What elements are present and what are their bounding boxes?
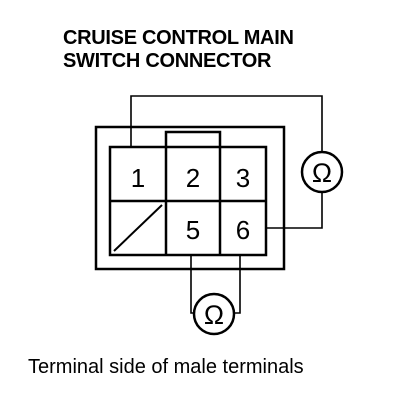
right-ohmmeter xyxy=(300,150,344,194)
terminal-3-label: 3 xyxy=(236,163,250,193)
probe-wire-terminal-5 xyxy=(190,255,194,314)
bottom-ohmmeter xyxy=(192,292,236,336)
connector-lock-tab xyxy=(164,130,222,147)
terminal-2-label: 2 xyxy=(186,163,200,193)
unused-cavity-slash xyxy=(113,204,163,252)
terminal-1-label: 1 xyxy=(131,163,145,193)
title-line-2: SWITCH CONNECTOR xyxy=(63,50,272,72)
probe-wire-terminal-1 xyxy=(130,95,323,152)
title-line-1: CRUISE CONTROL MAIN xyxy=(63,27,294,49)
diagram-caption: Terminal side of male terminals xyxy=(28,356,304,378)
terminal-5-label: 5 xyxy=(186,215,200,245)
terminal-6-label: 6 xyxy=(236,215,250,245)
right-ohmmeter-symbol: Ω xyxy=(312,158,332,188)
bottom-ohmmeter-symbol: Ω xyxy=(204,300,224,330)
connector-housing xyxy=(94,125,286,271)
probe-wire-terminal-6-right xyxy=(266,192,323,229)
probe-wire-terminal-6-bottom xyxy=(234,255,241,314)
diagram-title: CRUISE CONTROL MAIN SWITCH CONNECTOR xyxy=(63,27,294,73)
